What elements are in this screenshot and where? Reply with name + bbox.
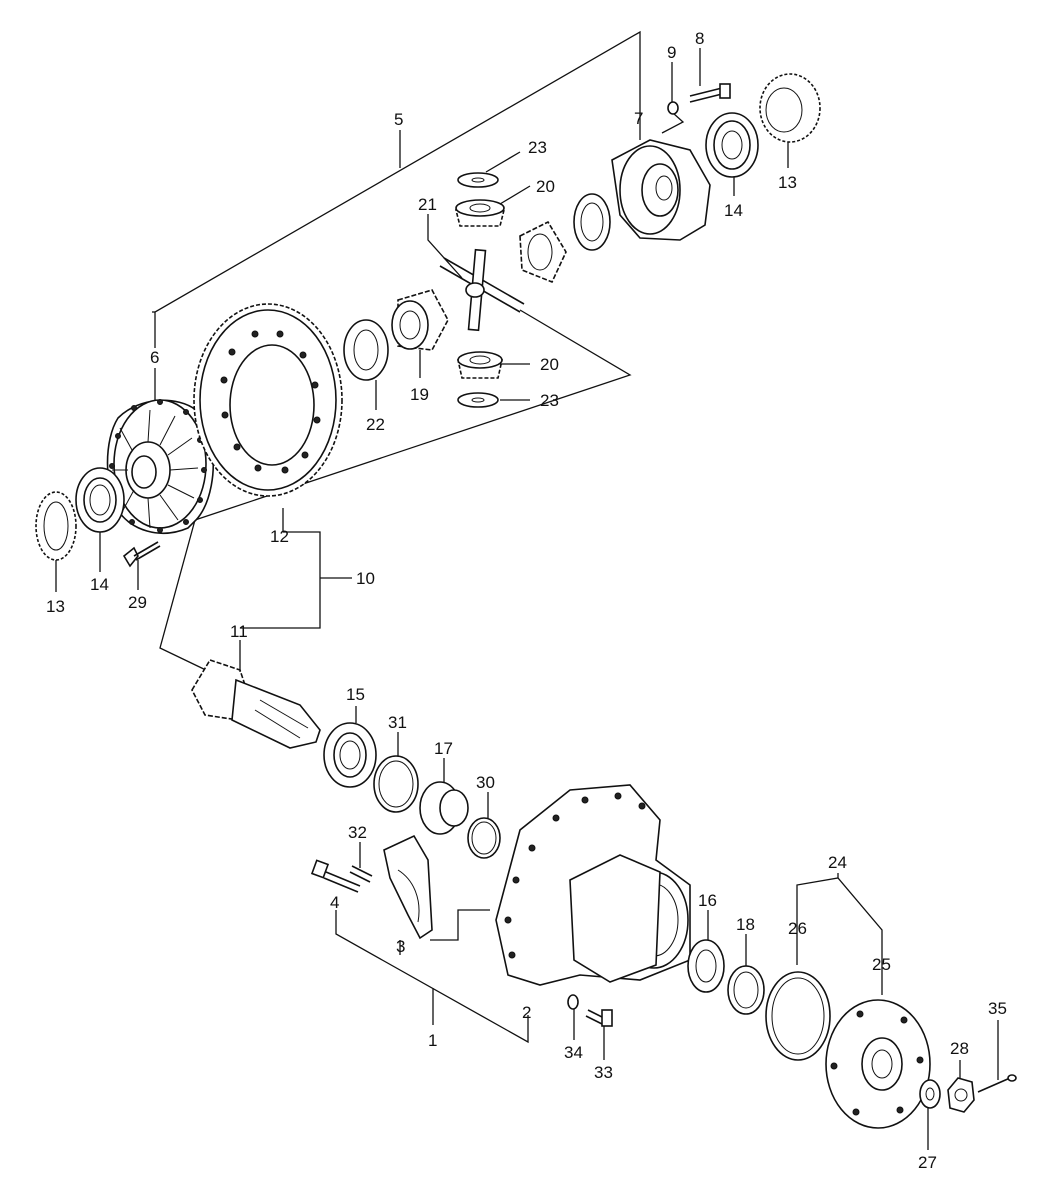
- carrier-housing-2: [495, 784, 691, 986]
- callout-23-top: 23: [528, 138, 547, 157]
- right-adjusting-nut-13: [759, 73, 821, 143]
- callout-20-bottom: 20: [540, 355, 559, 374]
- thrust-washer-right: [573, 193, 611, 251]
- callout-9: 9: [667, 43, 676, 62]
- bearing-cap-3: [383, 834, 433, 940]
- callout-13-right: 13: [778, 173, 797, 192]
- cross-shaft-21: [439, 248, 525, 332]
- bolt-33: [585, 1009, 613, 1027]
- callout-numbers: 5 6 7 8 9 10 11 12 13 13 14 14 15 16 17 …: [46, 29, 1007, 1172]
- callout-23-bottom: 23: [540, 391, 559, 410]
- case-half-7: [611, 139, 711, 241]
- seal-26: [765, 971, 831, 1061]
- bolt-8: [689, 83, 731, 103]
- callout-29: 29: [128, 593, 147, 612]
- callout-6: 6: [150, 348, 159, 367]
- callout-4: 4: [330, 893, 339, 912]
- thrust-washer-22: [343, 319, 389, 381]
- thrust-washer-23-bottom: [457, 392, 499, 408]
- callout-1: 1: [428, 1031, 437, 1050]
- bearing-17: [419, 781, 469, 835]
- callout-18: 18: [736, 915, 755, 934]
- bearing-16: [687, 939, 725, 993]
- callout-10: 10: [356, 569, 375, 588]
- left-bearing: [75, 467, 125, 533]
- callout-12: 12: [270, 527, 289, 546]
- nut-28: [947, 1077, 975, 1113]
- callout-32: 32: [348, 823, 367, 842]
- assembly-brackets: [152, 30, 883, 1044]
- bearing-15: [323, 722, 377, 788]
- callout-2: 2: [522, 1003, 531, 1022]
- ring-30: [467, 817, 501, 859]
- left-adjusting-nut: [35, 491, 77, 561]
- callout-11: 11: [230, 622, 248, 641]
- callout-33: 33: [594, 1063, 613, 1082]
- callout-35: 35: [988, 999, 1007, 1018]
- drive-pinion-11: [191, 659, 321, 749]
- callout-15: 15: [346, 685, 365, 704]
- callout-8: 8: [695, 29, 704, 48]
- callout-21: 21: [418, 195, 437, 214]
- ring-31: [373, 755, 419, 813]
- callout-25: 25: [872, 955, 891, 974]
- callout-19: 19: [410, 385, 429, 404]
- callout-leaders: [55, 48, 999, 1150]
- callout-28: 28: [950, 1039, 969, 1058]
- flange-25: [825, 999, 931, 1129]
- ring-18: [727, 965, 765, 1015]
- callout-3: 3: [396, 937, 405, 956]
- pin-32: [349, 865, 373, 883]
- right-bearing-14: [705, 112, 759, 178]
- callout-26: 26: [788, 919, 807, 938]
- washer-27: [919, 1079, 941, 1109]
- callout-24: 24: [828, 853, 847, 872]
- washer-34: [567, 994, 579, 1010]
- callout-30: 30: [476, 773, 495, 792]
- washer-9: [667, 101, 679, 115]
- callout-34: 34: [564, 1043, 583, 1062]
- callout-5: 5: [394, 110, 403, 129]
- callout-20-top: 20: [536, 177, 555, 196]
- bolt-29: [122, 541, 161, 568]
- cotter-pin-35: [977, 1074, 1017, 1093]
- pinion-gear-20-top: [454, 199, 506, 227]
- side-gear-right: [519, 220, 567, 284]
- callout-17: 17: [434, 739, 453, 758]
- side-gear-19: [391, 289, 449, 351]
- pinion-gear-20-bottom: [457, 351, 503, 379]
- thrust-washer-23-top: [457, 172, 499, 188]
- callout-7: 7: [634, 109, 643, 128]
- callout-22: 22: [366, 415, 385, 434]
- callout-14-left: 14: [90, 575, 109, 594]
- bolt-4: [310, 859, 361, 893]
- callout-31: 31: [388, 713, 407, 732]
- callout-13-left: 13: [46, 597, 65, 616]
- callout-16: 16: [698, 891, 717, 910]
- callout-27: 27: [918, 1153, 937, 1172]
- ring-gear: [193, 303, 343, 497]
- callout-14-right: 14: [724, 201, 743, 220]
